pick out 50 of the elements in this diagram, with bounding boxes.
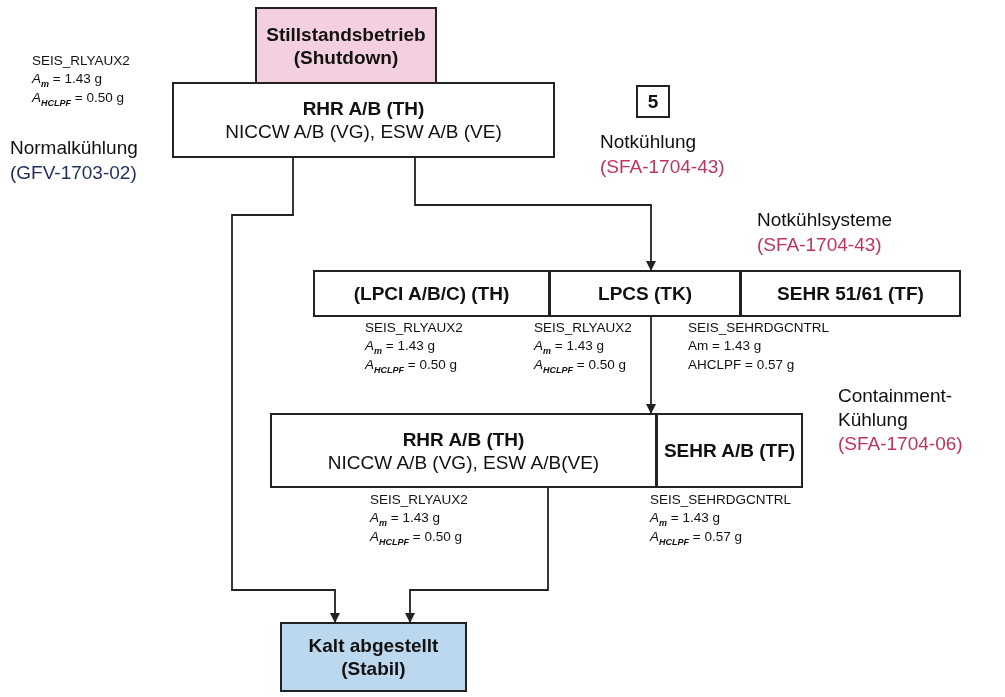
annotation: (GFV-1703-02) <box>10 161 137 185</box>
state-box <box>280 622 467 692</box>
seismic-value: A$_{HCLPF}$ = 0.50 g <box>534 357 626 377</box>
seismic-value: A$_{HCLPF}$ = 0.57 g <box>650 529 742 549</box>
state-box <box>255 7 437 84</box>
node-title: Kalt abgestellt (Stabil) <box>307 634 440 680</box>
system-box <box>656 413 803 488</box>
seismic-value: Am = 1.43 g <box>688 338 762 354</box>
node-title: LPCS (TK) <box>598 282 692 305</box>
seismic-value: AHCLPF = 0.57 g <box>688 357 795 373</box>
seismic-value: A$_{m}$ = 1.43 g <box>32 71 102 91</box>
node-title: SEHR A/B (TF) <box>663 439 796 462</box>
node-text: NICCW A/B (VG), ESW A/B(VE) <box>327 450 600 474</box>
annotation: Notkühlung <box>600 130 697 154</box>
component-id: SEIS_SEHRDGCNTRL <box>650 492 792 508</box>
node-title: (LPCI A/B/C) (TH) <box>353 282 510 305</box>
annotation: (SFA-1704-06) <box>838 432 963 456</box>
system-box <box>313 270 550 317</box>
annotation: (SFA-1704-43) <box>757 233 882 257</box>
node-title: RHR A/B (TH) <box>402 427 525 451</box>
seismic-value: A$_{m}$ = 1.43 g <box>365 338 435 358</box>
node-text: NICCW A/B (VG), ESW A/B (VE) <box>225 120 502 143</box>
system-box <box>549 270 741 317</box>
node-title: Stillstandsbetrieb (Shutdown) <box>265 22 427 69</box>
system-box <box>740 270 961 317</box>
annotation: Containment-Kühlung <box>838 384 954 432</box>
seismic-value: A$_{m}$ = 1.43 g <box>650 510 720 530</box>
arrow <box>646 316 656 414</box>
node-title: 5 <box>647 90 659 113</box>
seismic-value: A$_{HCLPF}$ = 0.50 g <box>370 529 462 549</box>
node-title: SEHR 51/61 (TF) <box>777 282 924 305</box>
component-id: SEIS_RLYAUX2 <box>534 320 632 336</box>
annotation: Notkühlsysteme <box>757 208 893 232</box>
seismic-value: A$_{m}$ = 1.43 g <box>534 338 604 358</box>
component-id: SEIS_RLYAUX2 <box>370 492 468 508</box>
arrow <box>414 157 656 271</box>
seismic-value: A$_{m}$ = 1.43 g <box>370 510 440 530</box>
component-id: SEIS_RLYAUX2 <box>365 320 463 336</box>
arrow <box>231 157 340 623</box>
number-box <box>636 85 670 118</box>
component-id: SEIS_SEHRDGCNTRL <box>688 320 830 336</box>
arrow <box>405 487 549 623</box>
component-id: SEIS_RLYAUX2 <box>32 53 130 69</box>
annotation: Normalkühlung <box>10 136 139 160</box>
node-title: RHR A/B (TH) <box>302 97 425 120</box>
seismic-value: A$_{HCLPF}$ = 0.50 g <box>32 90 124 110</box>
seismic-value: A$_{HCLPF}$ = 0.50 g <box>365 357 457 377</box>
system-box <box>172 82 555 158</box>
system-box <box>270 413 657 488</box>
annotation: (SFA-1704-43) <box>600 155 725 179</box>
